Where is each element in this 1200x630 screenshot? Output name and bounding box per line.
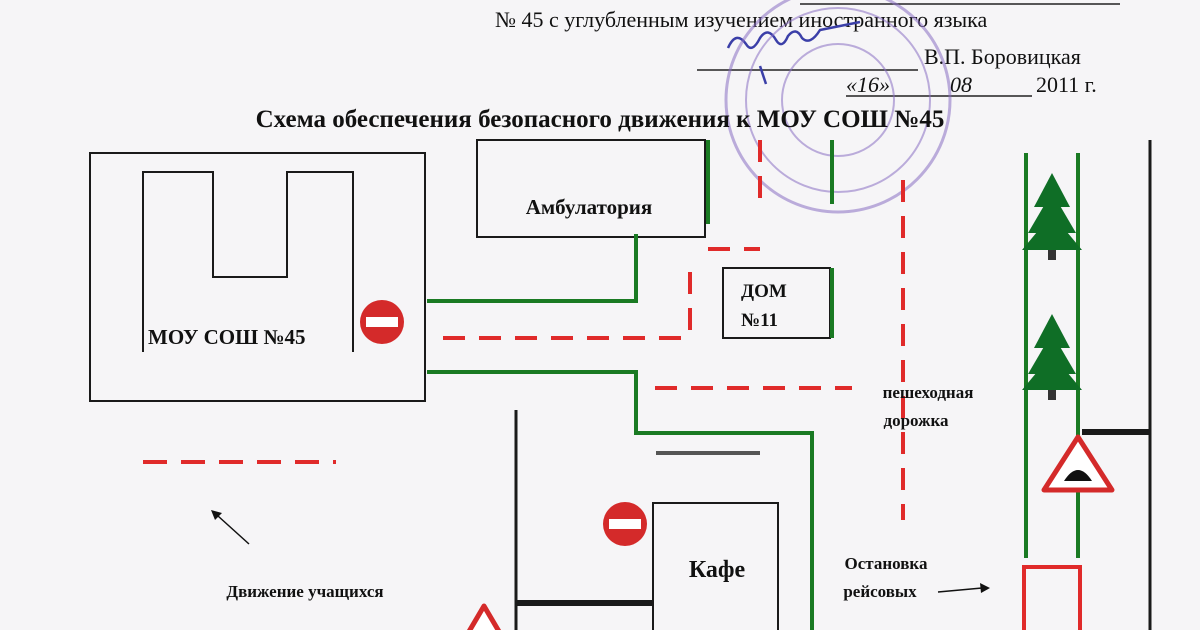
approval-year: 2011 г. bbox=[1036, 72, 1097, 97]
bus-stop-arrow-icon bbox=[937, 583, 990, 593]
no-entry-sign-icon bbox=[603, 502, 647, 546]
clinic-label: Амбулатория bbox=[526, 195, 653, 219]
approval-line1: № 45 с углубленным изучением иностранног… bbox=[495, 7, 988, 32]
cafe-building: Кафе bbox=[652, 502, 779, 630]
scheme-title: Схема обеспечения безопасного движения к… bbox=[256, 106, 945, 133]
arrow-icon bbox=[211, 510, 250, 545]
bus-stop-label-line1: Остановка bbox=[845, 554, 928, 573]
cafe-label: Кафе bbox=[689, 557, 746, 583]
bus-stop-label-line2: рейсовых bbox=[843, 582, 917, 601]
approval-month: 08 bbox=[950, 72, 972, 97]
house-label-line1: ДОМ bbox=[741, 281, 787, 302]
clinic-building: Амбулатория bbox=[476, 139, 706, 238]
bus-stop bbox=[1022, 565, 1082, 630]
house-11: ДОМ №11 bbox=[722, 267, 831, 339]
speed-bump-warning-icon bbox=[1041, 434, 1115, 493]
footpaths bbox=[443, 140, 905, 520]
approval-signer: В.П. Боровицкая bbox=[924, 44, 1081, 69]
footpath-label-line1: пешеходная bbox=[883, 383, 974, 402]
school-building: МОУ СОШ №45 bbox=[89, 152, 426, 402]
warning-sign-icon bbox=[466, 603, 502, 630]
legend-students-movement: Движение учащихся bbox=[226, 582, 383, 601]
road-borders bbox=[514, 140, 1152, 630]
legend: Движение учащихся bbox=[143, 460, 384, 601]
no-entry-sign-icon bbox=[360, 300, 404, 344]
approval-block: № 45 с углубленным изучением иностранног… bbox=[495, 0, 1120, 214]
stamp-icon bbox=[724, 0, 952, 214]
school-label: МОУ СОШ №45 bbox=[148, 325, 306, 349]
tree-icon bbox=[1022, 314, 1082, 400]
approval-day: «16» bbox=[846, 72, 890, 97]
signature-icon bbox=[726, 20, 861, 85]
footpath-label-line2: дорожка bbox=[884, 411, 949, 430]
house-label-line2: №11 bbox=[741, 310, 778, 331]
tree-icon bbox=[1022, 173, 1082, 260]
road-edges bbox=[427, 140, 1080, 630]
